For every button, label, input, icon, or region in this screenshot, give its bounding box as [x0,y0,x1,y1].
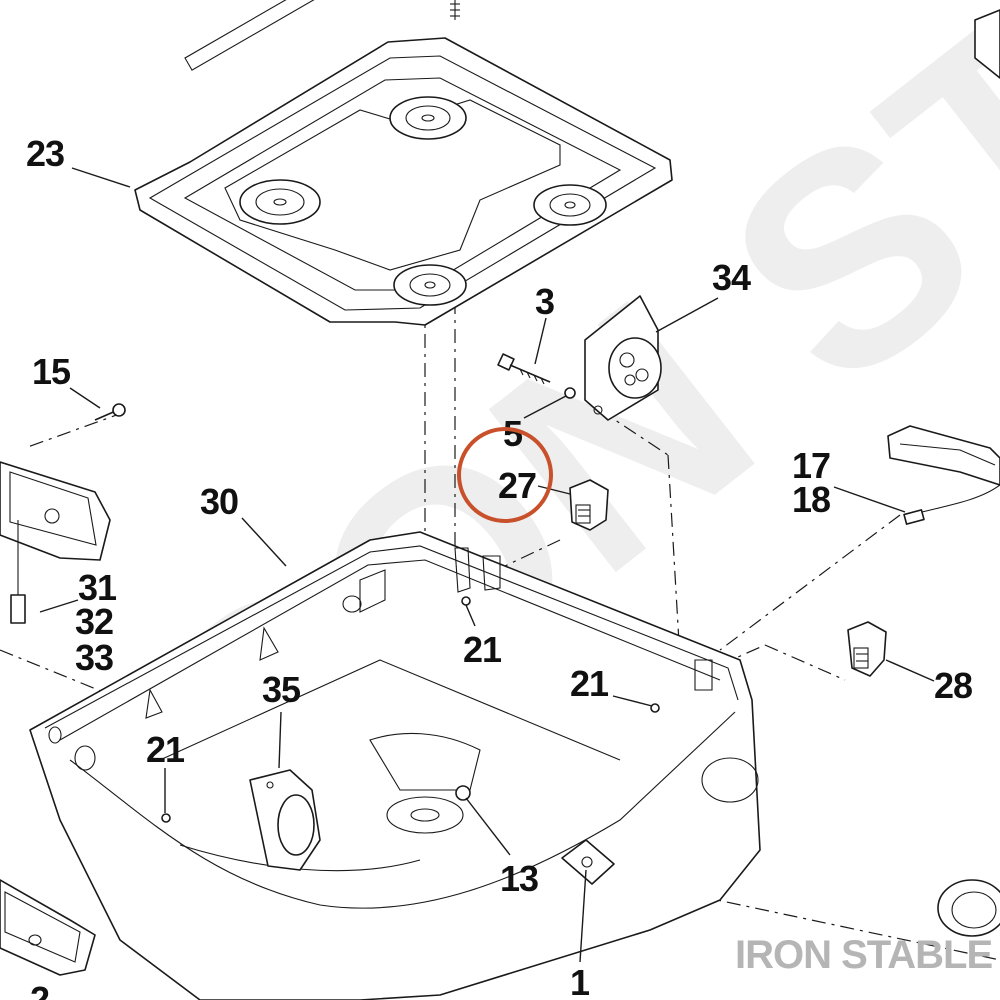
callout-21-b: 21 [570,663,609,704]
callout-34: 34 [712,257,751,298]
callout-32: 32 [75,601,113,642]
callout-5: 5 [503,413,523,454]
bolt [497,353,551,385]
mount-plate [584,295,662,421]
lower-light-bar [0,879,96,976]
callout-33: 33 [75,637,113,678]
latch-bracket-right [847,621,887,677]
callout-21-a: 21 [463,629,502,670]
screw [94,403,126,421]
callout-28: 28 [934,665,972,706]
callout-18: 18 [792,479,830,520]
clip-plate [561,839,615,885]
washer [564,387,576,399]
brand-logo-text: IRON STABLE [735,933,992,977]
callout-27: 27 [498,465,536,506]
callout-21-c: 21 [146,729,185,770]
highlight-circle [457,427,553,523]
callout-31: 31 [78,567,117,608]
callout-3: 3 [535,281,554,322]
callout-23: 23 [26,133,64,174]
grommet [455,785,471,801]
callout-35: 35 [262,669,301,710]
light-bar [0,461,111,624]
leader-lines [39,167,935,963]
callout-labels: 23 3 34 15 5 27 17 18 30 31 32 33 21 21 … [26,133,973,1000]
callout-13: 13 [500,858,538,899]
callout-1: 1 [570,962,590,1000]
callout-30: 30 [200,481,238,522]
edge-part-right [937,9,1000,937]
callout-15: 15 [32,351,71,392]
tour-pack-case [29,531,761,1000]
callout-2: 2 [30,979,49,1000]
latch-bracket [569,479,609,531]
callout-17: 17 [792,445,830,486]
top-cover-plate [134,0,673,326]
inner-pod [249,769,321,871]
handle-assembly [887,425,1000,525]
